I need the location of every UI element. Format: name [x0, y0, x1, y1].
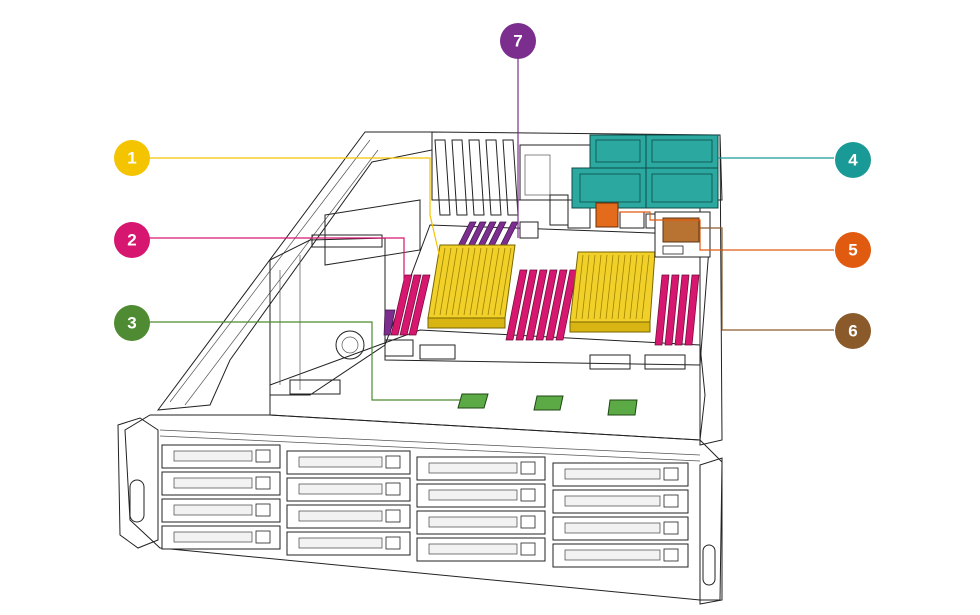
- drive-bay: [416, 483, 546, 508]
- callout-badge-7: 7: [500, 23, 536, 59]
- svg-text:5: 5: [848, 241, 857, 260]
- drive-bays: [161, 444, 689, 568]
- callout-badge-4: 4: [835, 142, 871, 178]
- callout-badge-1: 1: [114, 140, 150, 176]
- callout-badge-5: 5: [835, 232, 871, 268]
- svg-text:7: 7: [513, 32, 522, 51]
- drive-bay: [552, 462, 689, 487]
- svg-text:1: 1: [127, 149, 136, 168]
- drive-bay: [286, 531, 411, 556]
- svg-text:4: 4: [848, 151, 858, 170]
- callout-badges: 1 2 3 4 5 6 7: [114, 23, 871, 349]
- drive-bay: [161, 498, 281, 523]
- drive-bay: [552, 489, 689, 514]
- leader-line-1: [148, 157, 441, 259]
- motherboard: [384, 224, 711, 370]
- drive-bay: [416, 537, 546, 562]
- leader-line-3: [148, 321, 460, 401]
- green-chips: [457, 393, 638, 416]
- drive-bay: [161, 525, 281, 550]
- drive-bay: [286, 477, 411, 502]
- leader-lines: [148, 58, 834, 401]
- callout-badge-2: 2: [114, 222, 150, 258]
- pcie-slot-brackets: [434, 139, 591, 229]
- drive-bay: [286, 504, 411, 529]
- cpu-heatsink-right: [569, 251, 656, 333]
- svg-text:2: 2: [127, 231, 136, 250]
- svg-text:6: 6: [848, 322, 857, 341]
- fan-cage: [571, 134, 719, 209]
- cpu-heatsink-left: [427, 244, 516, 329]
- drive-bay: [161, 471, 281, 496]
- leader-line-2: [148, 237, 405, 285]
- svg-text:3: 3: [127, 314, 136, 333]
- drive-bay: [286, 450, 411, 475]
- callout-badge-6: 6: [835, 313, 871, 349]
- drive-bay: [416, 510, 546, 535]
- dimm-memory-slots: [383, 269, 700, 346]
- drive-bay: [552, 543, 689, 568]
- purple-dimm-slots: [455, 221, 539, 251]
- leader-line-6: [700, 227, 834, 331]
- drive-bay: [161, 444, 281, 469]
- callout-badge-3: 3: [114, 305, 150, 341]
- drive-bay: [416, 456, 546, 481]
- chassis-body: [117, 131, 723, 605]
- drive-bay: [552, 516, 689, 541]
